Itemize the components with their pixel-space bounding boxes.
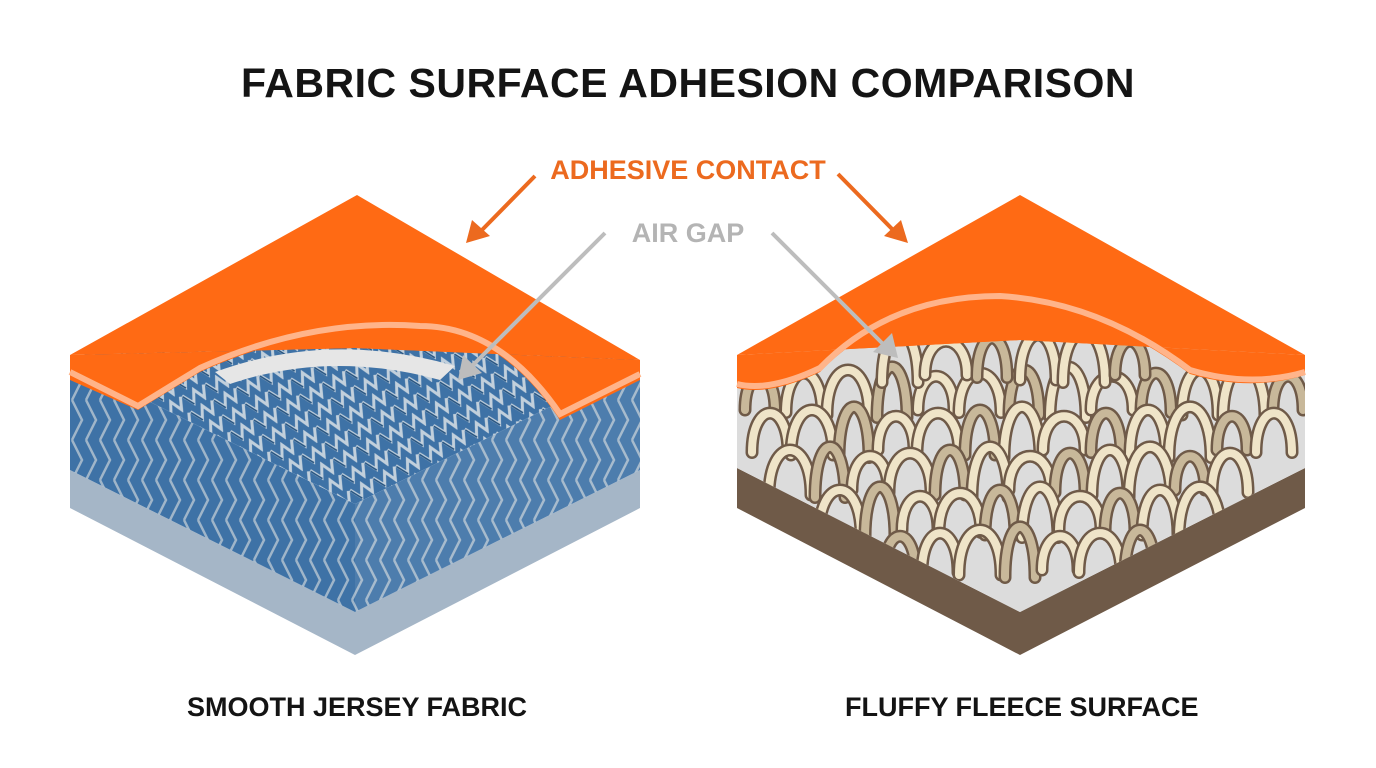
fleece-loop-fill [811, 443, 849, 502]
jersey-fabric-block [68, 195, 642, 655]
jersey-adhesive-front [70, 328, 640, 420]
adhesive-contact-arrows [466, 172, 908, 243]
fleece-loop-fill [1001, 523, 1039, 582]
fleece-loop-fill [1101, 489, 1139, 537]
contact-arrowhead-left-icon [466, 220, 490, 243]
air-gap-label: AIR GAP [631, 218, 745, 248]
fleece-loop-fill [823, 366, 873, 419]
fleece-loop-fill [1252, 409, 1296, 457]
fleece-adhesive-top [737, 195, 1305, 355]
diagram-title: FABRIC SURFACE ADHESION COMPARISON [241, 60, 1135, 106]
fleece-loop-fill [835, 403, 873, 462]
fleece-loop-fill [935, 489, 985, 537]
fleece-loop-fill [787, 406, 837, 459]
fleece-loop-fill [914, 372, 958, 414]
fleece-loop-fill [1005, 452, 1055, 494]
jersey-caption: SMOOTH JERSEY FABRIC [187, 692, 528, 722]
fleece-loop-fill [861, 483, 899, 542]
air-gap-arrowhead-right-icon [873, 333, 898, 358]
air-gap-arrows [458, 231, 898, 380]
fleece-loop-fill [1137, 369, 1175, 417]
contact-arrowhead-right-icon [884, 220, 908, 243]
fleece-loop-fill [1125, 442, 1175, 502]
fleece-loop-fill [1075, 529, 1125, 577]
jersey-base-layer [70, 470, 640, 655]
contact-arrow-right [836, 172, 897, 234]
jersey-adhesive-top [70, 195, 640, 360]
fleece-loop-fill [913, 409, 963, 457]
jersey-air-gap [215, 349, 455, 384]
contact-arrow-left [478, 174, 537, 234]
jersey-adhesive-edge [68, 321, 642, 418]
fleece-caption: FLUFFY FLEECE SURFACE [845, 692, 1199, 722]
fleece-loop-fill [1055, 492, 1105, 534]
fleece-loop-fill [1039, 412, 1089, 454]
air-gap-arrowhead-left-icon [458, 355, 482, 380]
jersey-right-face [355, 362, 640, 612]
fleece-loop-fill [981, 486, 1019, 539]
fleece-loop-fill [1171, 452, 1209, 494]
adhesive-contact-label: ADHESIVE CONTACT [550, 155, 826, 185]
fleece-loop-fill [765, 446, 815, 499]
air-gap-arrow-left [468, 231, 607, 370]
fleece-loop-fill [931, 446, 969, 499]
fleece-base-layer [737, 468, 1305, 655]
fleece-adhesive-edge [736, 292, 1306, 389]
fleece-loop-fill [1165, 402, 1215, 462]
fleece-fabric-block [736, 195, 1306, 655]
fleece-loop-fill [873, 363, 911, 422]
fleece-loop-fill [961, 406, 999, 459]
jersey-left-face [70, 362, 355, 612]
fleece-loop-fill [955, 526, 1005, 579]
fleece-loop-fill [1213, 412, 1251, 454]
fleece-loop-fill [1051, 449, 1089, 497]
air-gap-arrow-right [770, 231, 887, 348]
fleece-loop-fill [1208, 449, 1252, 497]
fleece-loop-fill [885, 449, 935, 497]
fleece-loop-fill [1087, 409, 1125, 457]
